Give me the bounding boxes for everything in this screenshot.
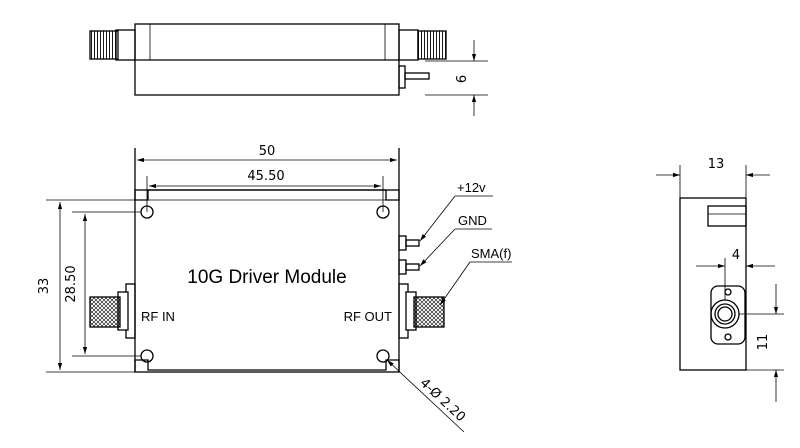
dim-end-connector-offset: 4 <box>732 248 740 263</box>
rf-out-sma-connector <box>413 296 445 328</box>
callout-power-label: +12v <box>457 180 486 195</box>
dim-end-connector-height: 11 <box>756 334 771 351</box>
top-left-sma-connector <box>89 30 119 60</box>
top-view: 6 <box>89 23 488 116</box>
end-view: 13 4 11 <box>656 157 784 402</box>
rf-out-label: RF OUT <box>344 309 392 324</box>
top-right-sma-connector <box>417 30 447 60</box>
dim-hole-spec: 4-Ø 2.20 <box>417 376 468 425</box>
callout-connector-label: SMA(f) <box>471 246 511 261</box>
module-body <box>134 189 400 373</box>
dim-side-thickness: 6 <box>455 75 470 83</box>
dim-hole-spacing-y: 28.50 <box>64 265 79 302</box>
dim-hole-spacing-x: 45.50 <box>247 169 284 184</box>
rf-in-sma-connector <box>89 296 121 328</box>
callout-ground-label: GND <box>458 213 487 228</box>
dim-height-overall: 33 <box>37 278 52 295</box>
power-pin <box>398 235 407 251</box>
dim-end-width: 13 <box>708 157 725 172</box>
rf-in-label: RF IN <box>141 309 175 324</box>
module-title: 10G Driver Module <box>187 267 346 288</box>
ground-pin <box>398 259 407 275</box>
top-view-power-pin <box>404 72 430 80</box>
mounting-hole <box>376 349 390 363</box>
front-view: 10G Driver Module RF IN RF OUT +12v GND … <box>37 144 512 433</box>
dim-length-overall: 50 <box>259 144 276 159</box>
